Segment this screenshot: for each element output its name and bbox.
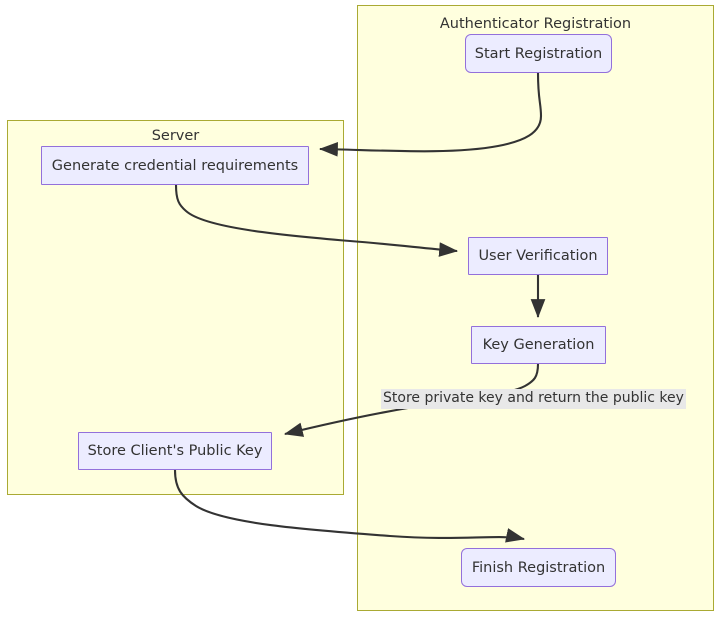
subgraph-title-server: Server	[151, 128, 200, 144]
node-user-verification[interactable]: User Verification	[468, 237, 608, 275]
node-label-generate-credential-requirements: Generate credential requirements	[51, 157, 299, 174]
node-label-user-verification: User Verification	[478, 248, 598, 264]
node-label-finish-registration: Finish Registration	[471, 559, 606, 576]
node-finish-registration[interactable]: Finish Registration	[461, 548, 616, 587]
subgraph-title-authenticator-registration: Authenticator Registration	[439, 16, 632, 32]
node-key-generation[interactable]: Key Generation	[471, 326, 606, 364]
node-start-registration[interactable]: Start Registration	[465, 34, 612, 73]
node-store-clients-public-key[interactable]: Store Client's Public Key	[78, 432, 272, 470]
node-label-start-registration: Start Registration	[474, 45, 603, 62]
edge-label-store-private-key: Store private key and return the public …	[381, 389, 686, 409]
node-label-key-generation: Key Generation	[482, 337, 595, 353]
subgraph-authenticator-registration: Authenticator Registration	[357, 5, 714, 611]
node-generate-credential-requirements[interactable]: Generate credential requirements	[41, 146, 309, 185]
node-label-store-clients-public-key: Store Client's Public Key	[87, 443, 263, 459]
